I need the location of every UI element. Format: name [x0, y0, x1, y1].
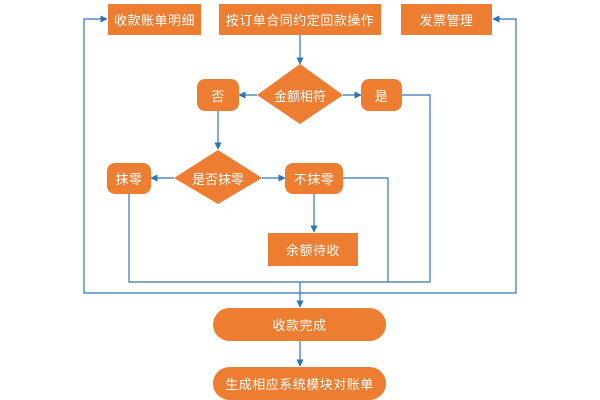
decision-diamond-writeoff: [174, 150, 262, 204]
node-no: 否: [197, 79, 239, 111]
node-no-write-off: 不抹零: [285, 163, 343, 194]
node-contract-receipt: 按订单合同约定回款操作: [219, 4, 381, 35]
connector-writeoff-to-merge: [128, 194, 300, 283]
decision-label-writeoff: 是否抹零: [191, 172, 244, 188]
node-yes: 是: [361, 79, 402, 111]
decision-diamond-amount: [257, 64, 343, 124]
node-write-off: 抹零: [107, 163, 151, 194]
node-receipt-complete: 收款完成: [213, 308, 386, 341]
node-invoice-management: 发票管理: [401, 4, 492, 35]
connector-yes-to-merge: [388, 94, 431, 283]
connector-no-writeoff-to-merge: [300, 177, 389, 283]
node-generate-reconciliation: 生成相应系统模块对账单: [213, 367, 386, 400]
decision-label-amount: 金额相符: [273, 89, 326, 105]
connector-loop-to-invoice: [300, 15, 517, 294]
node-receipt-detail: 收款账单明细: [108, 4, 201, 35]
connector-loop-to-detail: [83, 15, 300, 294]
node-balance-pending: 余额待收: [268, 233, 358, 266]
